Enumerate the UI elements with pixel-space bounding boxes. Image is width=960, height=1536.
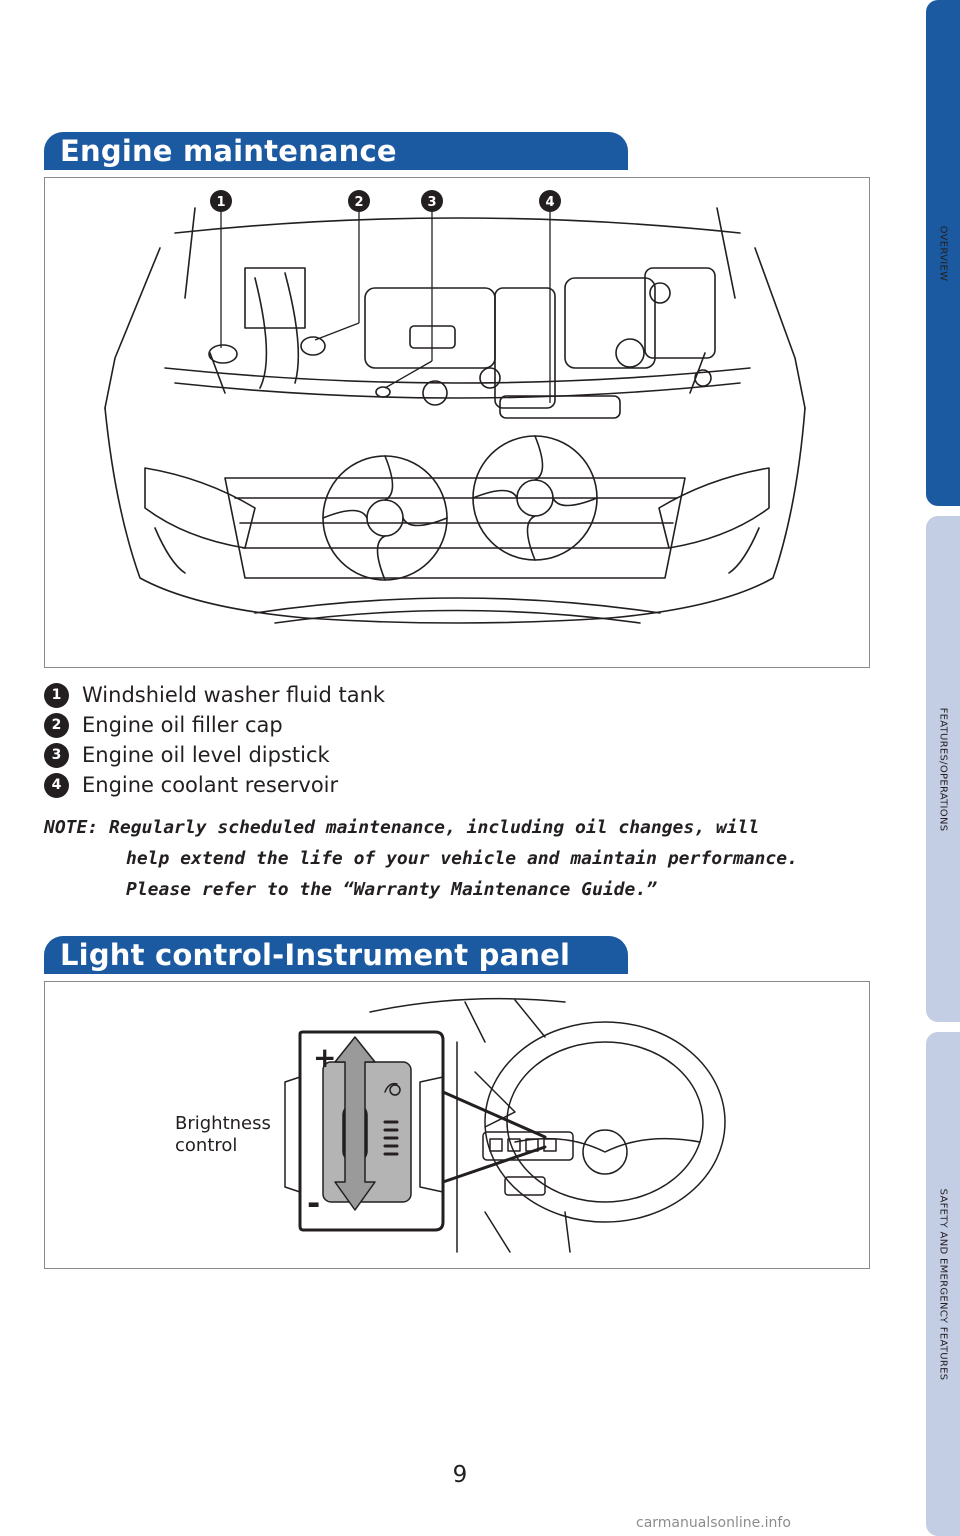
light-control-header: Light control-Instrument panel bbox=[44, 936, 628, 974]
watermark: carmanualsonline.info bbox=[636, 1515, 791, 1531]
legend-item: 1 Windshield washer fluid tank bbox=[44, 680, 385, 710]
marker-3: 3 bbox=[421, 190, 443, 212]
engine-bay-illustration: 1 2 3 4 bbox=[104, 190, 806, 624]
callout-line: control bbox=[175, 1135, 238, 1156]
brightness-control-label: Brightness control bbox=[175, 1113, 271, 1157]
legend-number: 4 bbox=[44, 772, 69, 798]
engine-maintenance-title: Engine maintenance bbox=[60, 134, 397, 168]
note-line: NOTE: Regularly scheduled maintenance, i… bbox=[44, 817, 760, 838]
marker-4: 4 bbox=[539, 190, 561, 212]
maintenance-note: NOTE: Regularly scheduled maintenance, i… bbox=[44, 812, 884, 905]
legend-text: Windshield washer fluid tank bbox=[82, 683, 386, 707]
tab-overview-label: OVERVIEW bbox=[937, 225, 949, 281]
svg-text:4: 4 bbox=[545, 195, 554, 210]
tab-features-operations[interactable]: FEATURES/OPERATIONS bbox=[926, 516, 960, 1022]
legend-number: 2 bbox=[44, 712, 69, 738]
note-line: Please refer to the “Warranty Maintenanc… bbox=[126, 879, 658, 900]
tab-safety-emergency[interactable]: SAFETY AND EMERGENCY FEATURES bbox=[926, 1032, 960, 1536]
tab-overview[interactable]: OVERVIEW bbox=[926, 0, 960, 506]
legend-text: Engine coolant reservoir bbox=[82, 773, 339, 797]
engine-maintenance-header: Engine maintenance bbox=[44, 132, 628, 170]
page-number: 9 bbox=[452, 1462, 468, 1488]
legend-number: 1 bbox=[44, 682, 69, 708]
legend-number: 3 bbox=[44, 742, 69, 768]
tab-features-operations-label: FEATURES/OPERATIONS bbox=[937, 707, 949, 831]
engine-illustration-panel: 1 2 3 4 bbox=[44, 177, 870, 668]
legend-text: Engine oil filler cap bbox=[82, 713, 283, 737]
callout-line: Brightness bbox=[175, 1113, 271, 1134]
legend-item: 3 Engine oil level dipstick bbox=[44, 740, 385, 770]
engine-legend: 1 Windshield washer fluid tank 2 Engine … bbox=[44, 680, 385, 800]
light-control-title: Light control-Instrument panel bbox=[60, 938, 571, 972]
legend-text: Engine oil level dipstick bbox=[82, 743, 330, 767]
minus-sign: - bbox=[307, 1184, 320, 1222]
marker-2: 2 bbox=[348, 190, 370, 212]
svg-text:2: 2 bbox=[354, 195, 363, 210]
note-line: help extend the life of your vehicle and… bbox=[126, 848, 798, 869]
marker-1: 1 bbox=[210, 190, 232, 212]
legend-item: 2 Engine oil filler cap bbox=[44, 710, 385, 740]
instrument-panel-illustration: + - bbox=[284, 997, 726, 1253]
svg-text:1: 1 bbox=[216, 195, 225, 210]
svg-text:3: 3 bbox=[427, 195, 436, 210]
legend-item: 4 Engine coolant reservoir bbox=[44, 770, 385, 800]
tab-safety-emergency-label: SAFETY AND EMERGENCY FEATURES bbox=[937, 1188, 949, 1380]
light-control-panel: Brightness control bbox=[44, 981, 870, 1269]
plus-sign: + bbox=[313, 1041, 336, 1074]
